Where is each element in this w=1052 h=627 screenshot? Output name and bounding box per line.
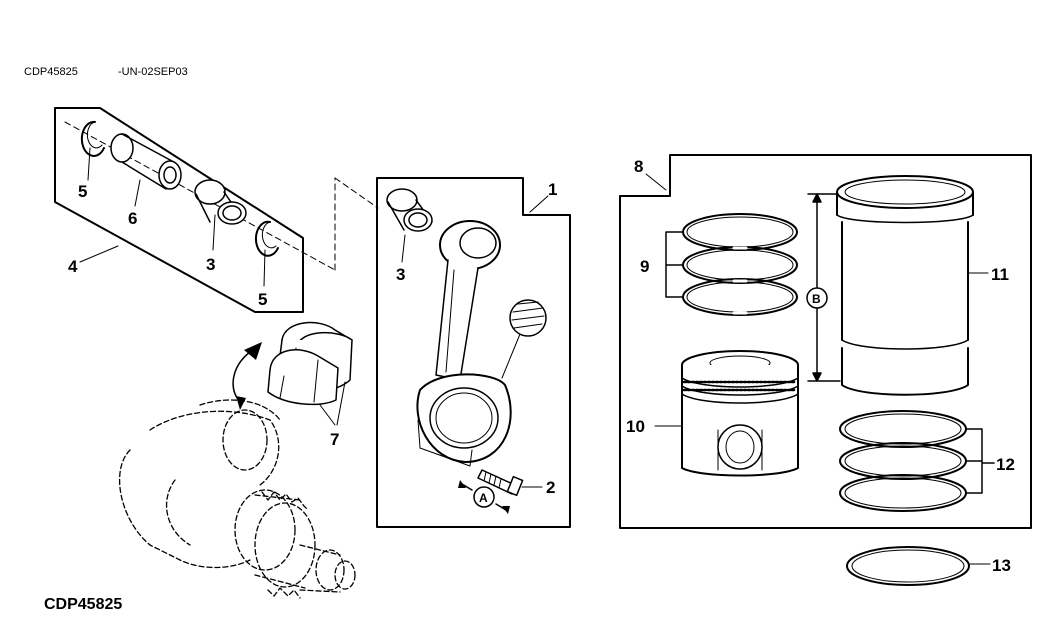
cylinder-liner — [836, 175, 974, 396]
callout-10: 10 — [626, 417, 645, 436]
piston-pin — [110, 133, 182, 190]
figure-code-header: CDP45825 — [24, 66, 78, 78]
connecting-rod-panel — [376, 177, 571, 528]
liner-height-dimension-b — [806, 193, 841, 382]
snap-ring-upper — [80, 120, 105, 157]
callout-12: 12 — [996, 455, 1015, 474]
connecting-rod — [416, 220, 512, 467]
callout-1: 1 — [548, 180, 557, 199]
callout-11: 11 — [991, 265, 1009, 284]
callout-4: 4 — [68, 257, 78, 276]
callout-2: 2 — [546, 478, 555, 497]
packing-ring — [846, 546, 970, 586]
liner-seal-rings — [839, 410, 967, 512]
marker-a-label: A — [479, 491, 488, 505]
callout-7: 7 — [330, 430, 339, 449]
callout-5-upper: 5 — [78, 182, 87, 201]
callout-5-lower: 5 — [258, 290, 267, 309]
callout-13: 13 — [992, 556, 1011, 575]
callout-6: 6 — [128, 209, 137, 228]
torque-marker-a — [458, 480, 510, 514]
rod-bolt — [477, 469, 524, 497]
crankshaft — [118, 399, 356, 599]
snap-ring-lower — [254, 220, 279, 257]
callout-3-rod: 3 — [396, 265, 405, 284]
rod-pin-bushing — [386, 188, 433, 232]
marker-b-label: B — [812, 292, 821, 306]
callout-9: 9 — [640, 257, 649, 276]
revision-code: -UN-02SEP03 — [118, 66, 188, 78]
rod-bearing-inserts — [232, 321, 353, 410]
pin-bushing — [194, 179, 247, 225]
callout-3-kit: 3 — [206, 255, 215, 274]
cylinder-kit-panel — [619, 154, 1032, 529]
callout-8: 8 — [634, 157, 643, 176]
piston — [681, 350, 799, 477]
fracture-surface-detail — [501, 299, 547, 379]
piston-ring-set — [682, 213, 798, 316]
figure-code-footer: CDP45825 — [44, 596, 123, 613]
piston-pin-kit-panel — [54, 107, 379, 313]
